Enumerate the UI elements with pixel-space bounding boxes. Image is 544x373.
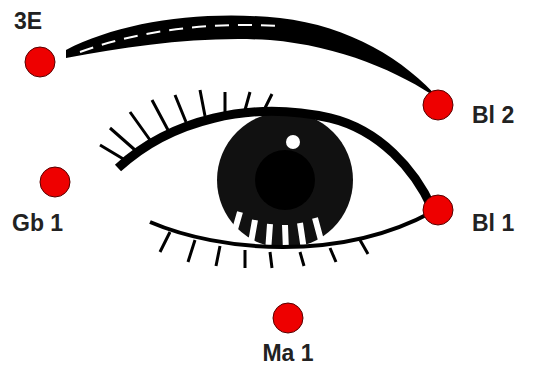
- point-label: 3E: [14, 10, 42, 33]
- point-label: Gb 1: [12, 212, 63, 235]
- acupoint-dots: [25, 47, 453, 333]
- eyebrow: [66, 16, 440, 100]
- point-label: Bl 2: [472, 104, 514, 127]
- lower-lid: [150, 212, 432, 247]
- point-label: Ma 1: [262, 342, 313, 365]
- point-label: Bl 1: [472, 212, 514, 235]
- eyelashes: [100, 90, 368, 268]
- pupil: [255, 150, 315, 210]
